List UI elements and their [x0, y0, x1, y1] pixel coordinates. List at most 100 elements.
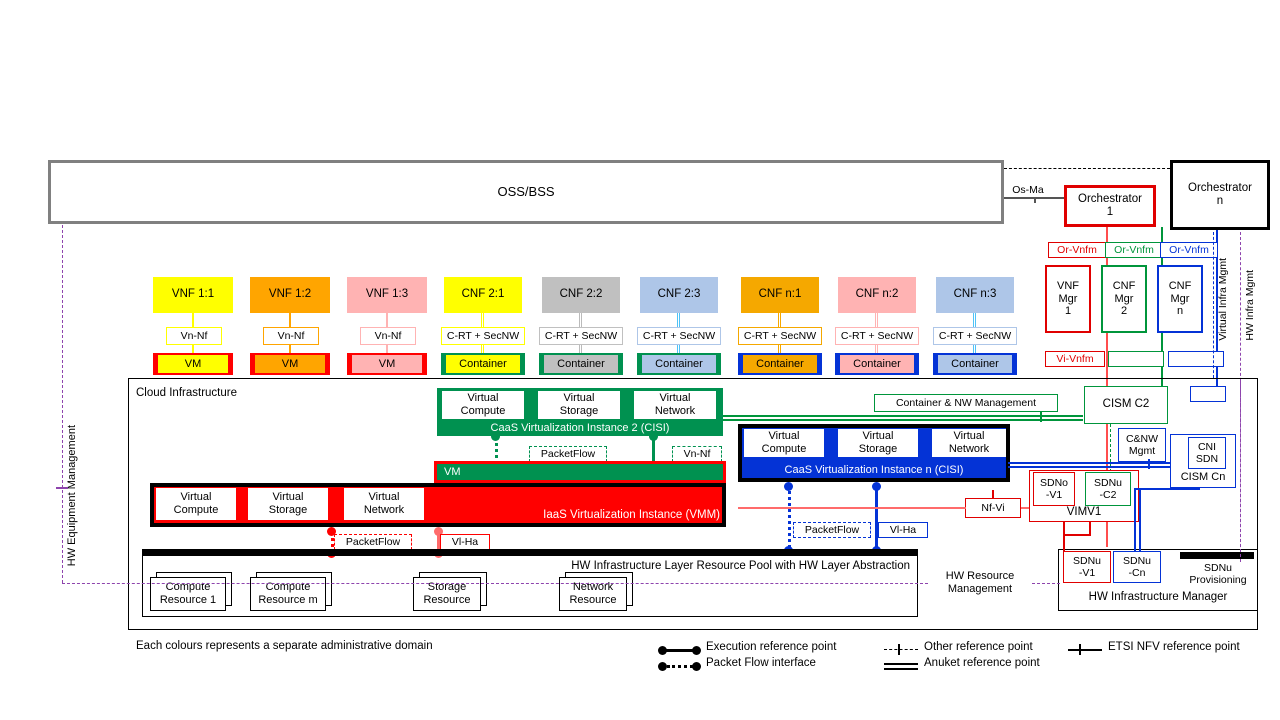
sdno-v1-box[interactable]: SDNo-V1	[1033, 472, 1075, 506]
function-iface-6: C-RT + SecNW	[738, 327, 822, 345]
iaas-title: IaaS Virtualization Instance (VMM)	[543, 509, 720, 521]
function-label-3: CNF 2:1	[461, 288, 505, 301]
hw-resource-management-dashed-right	[1032, 583, 1060, 584]
iaas-packetflow-dot-top	[327, 527, 336, 536]
sdno-v1-l2: -V1	[1045, 489, 1063, 501]
function-unit-label-0: VM	[184, 357, 202, 370]
hw-sdnu-v1-l1: SDNu	[1072, 554, 1101, 567]
function-box-8[interactable]: CNF n:3	[936, 277, 1014, 313]
iaas-instance[interactable]	[150, 483, 726, 527]
cism-cn-upper-empty-box	[1190, 386, 1226, 402]
footnote: Each colours represents a separate admin…	[136, 640, 433, 652]
function-unit-label-1: VM	[281, 357, 299, 370]
function-unit-label-6: Container	[756, 357, 804, 370]
caas2-vm-box[interactable]: VM	[437, 464, 723, 480]
hw-sdnu-cn-box[interactable]: SDNu-Cn	[1113, 551, 1161, 583]
hw-sdnu-prov-l2: Provisioning	[1189, 574, 1247, 586]
function-unit-4[interactable]: Container	[544, 355, 618, 373]
or-vnfm-label-2: Or-Vnfm	[1105, 242, 1163, 258]
legend-pf-dotted	[667, 665, 693, 668]
vnf-mgr-1-line3: 1	[1064, 305, 1072, 318]
function-box-5[interactable]: CNF 2:3	[640, 277, 718, 313]
oss-bss-label: OSS/BSS	[497, 183, 555, 199]
vimv1-to-hwsdnu-line-v2	[1089, 522, 1091, 536]
function-label-7: CNF n:2	[855, 288, 899, 301]
function-unit-0[interactable]: VM	[158, 355, 228, 373]
function-unit-1[interactable]: VM	[255, 355, 325, 373]
legend-etsi-glyph	[1068, 644, 1104, 656]
vimv1-to-hwsdnu-line-v1	[1063, 522, 1065, 551]
cnf-mgr-n-line1: CNF	[1168, 280, 1192, 293]
function-unit-2[interactable]: VM	[352, 355, 422, 373]
sdnu-c2-box[interactable]: SDNu-C2	[1085, 472, 1131, 506]
cnf-mgr-n-box[interactable]: CNF Mgr n	[1157, 265, 1203, 333]
hw-sdnu-v1-box[interactable]: SDNu-V1	[1063, 551, 1111, 583]
orchestrator-1-box[interactable]: Orchestrator 1	[1064, 185, 1156, 227]
function-box-0[interactable]: VNF 1:1	[153, 277, 233, 313]
function-unit-7[interactable]: Container	[840, 355, 914, 373]
hw-equipment-management-guide	[62, 225, 63, 583]
function-label-0: VNF 1:1	[171, 288, 215, 301]
caas2-vc-l2: Compute	[460, 405, 506, 417]
function-unit-5[interactable]: Container	[642, 355, 716, 373]
legend-etsi-label: ETSI NFV reference point	[1108, 641, 1240, 653]
caas2-vm-label: VM	[444, 466, 461, 478]
iaas-viha-connector	[437, 531, 440, 555]
or-vnfm-line-blue	[1216, 230, 1218, 390]
cism-c2-box[interactable]: CISM C2	[1084, 386, 1168, 424]
function-box-7[interactable]: CNF n:2	[838, 277, 916, 313]
virtual-infra-mgmt-label: Virtual Infra Mgmt	[1217, 258, 1229, 341]
caas2-packetflow-dot-top	[491, 432, 500, 441]
iaas-vs-l1: Virtual	[272, 491, 304, 504]
cni-sdn-l2: SDN	[1195, 453, 1219, 465]
or-vnfm-label-3: Or-Vnfm	[1160, 242, 1218, 258]
cism-c2-label: CISM C2	[1102, 398, 1150, 411]
container-nw-management-box[interactable]: Container & NW Management	[874, 394, 1058, 412]
legend-execution-label: Execution reference point	[706, 641, 837, 653]
caasn-anuket-line-1	[1008, 462, 1173, 464]
os-ma-tick	[1034, 191, 1036, 203]
hw-sdnu-cn-l1: SDNu	[1122, 554, 1151, 567]
caasn-vs-l2: Storage	[858, 443, 898, 455]
function-box-6[interactable]: CNF n:1	[741, 277, 819, 313]
oss-orchestrator-dashed-link	[1004, 168, 1170, 169]
vnf-mgr-1-box[interactable]: VNF Mgr 1	[1045, 265, 1091, 333]
orchestrator-1-line1: Orchestrator	[1078, 192, 1142, 205]
oss-bss-box[interactable]: OSS/BSS	[48, 160, 1004, 224]
function-box-1[interactable]: VNF 1:2	[250, 277, 330, 313]
legend-other-glyph	[884, 644, 920, 656]
caas2-vs-l1: Virtual	[563, 392, 595, 405]
hw-sdnu-v1-l2: -V1	[1078, 567, 1096, 579]
function-box-4[interactable]: CNF 2:2	[542, 277, 620, 313]
nr-l2: Resource	[569, 594, 617, 606]
function-box-3[interactable]: CNF 2:1	[444, 277, 522, 313]
function-unit-3[interactable]: Container	[446, 355, 520, 373]
function-unit-6[interactable]: Container	[743, 355, 817, 373]
orchestrator-n-box[interactable]: Orchestrator n	[1170, 160, 1270, 230]
function-box-2[interactable]: VNF 1:3	[347, 277, 427, 313]
function-unit-8[interactable]: Container	[938, 355, 1012, 373]
iaas-vs-l2: Storage	[268, 504, 308, 516]
hw-res-mgmt-l1: HW Resource	[945, 570, 1015, 583]
sdnu-c2-l1: SDNu	[1093, 476, 1122, 489]
legend-etsi-line	[1068, 649, 1102, 651]
cnf-mgr-2-box[interactable]: CNF Mgr 2	[1101, 265, 1147, 333]
hw-equipment-management-label: HW Equipment Management	[66, 425, 78, 567]
cloud-infrastructure-frame	[128, 378, 1258, 630]
